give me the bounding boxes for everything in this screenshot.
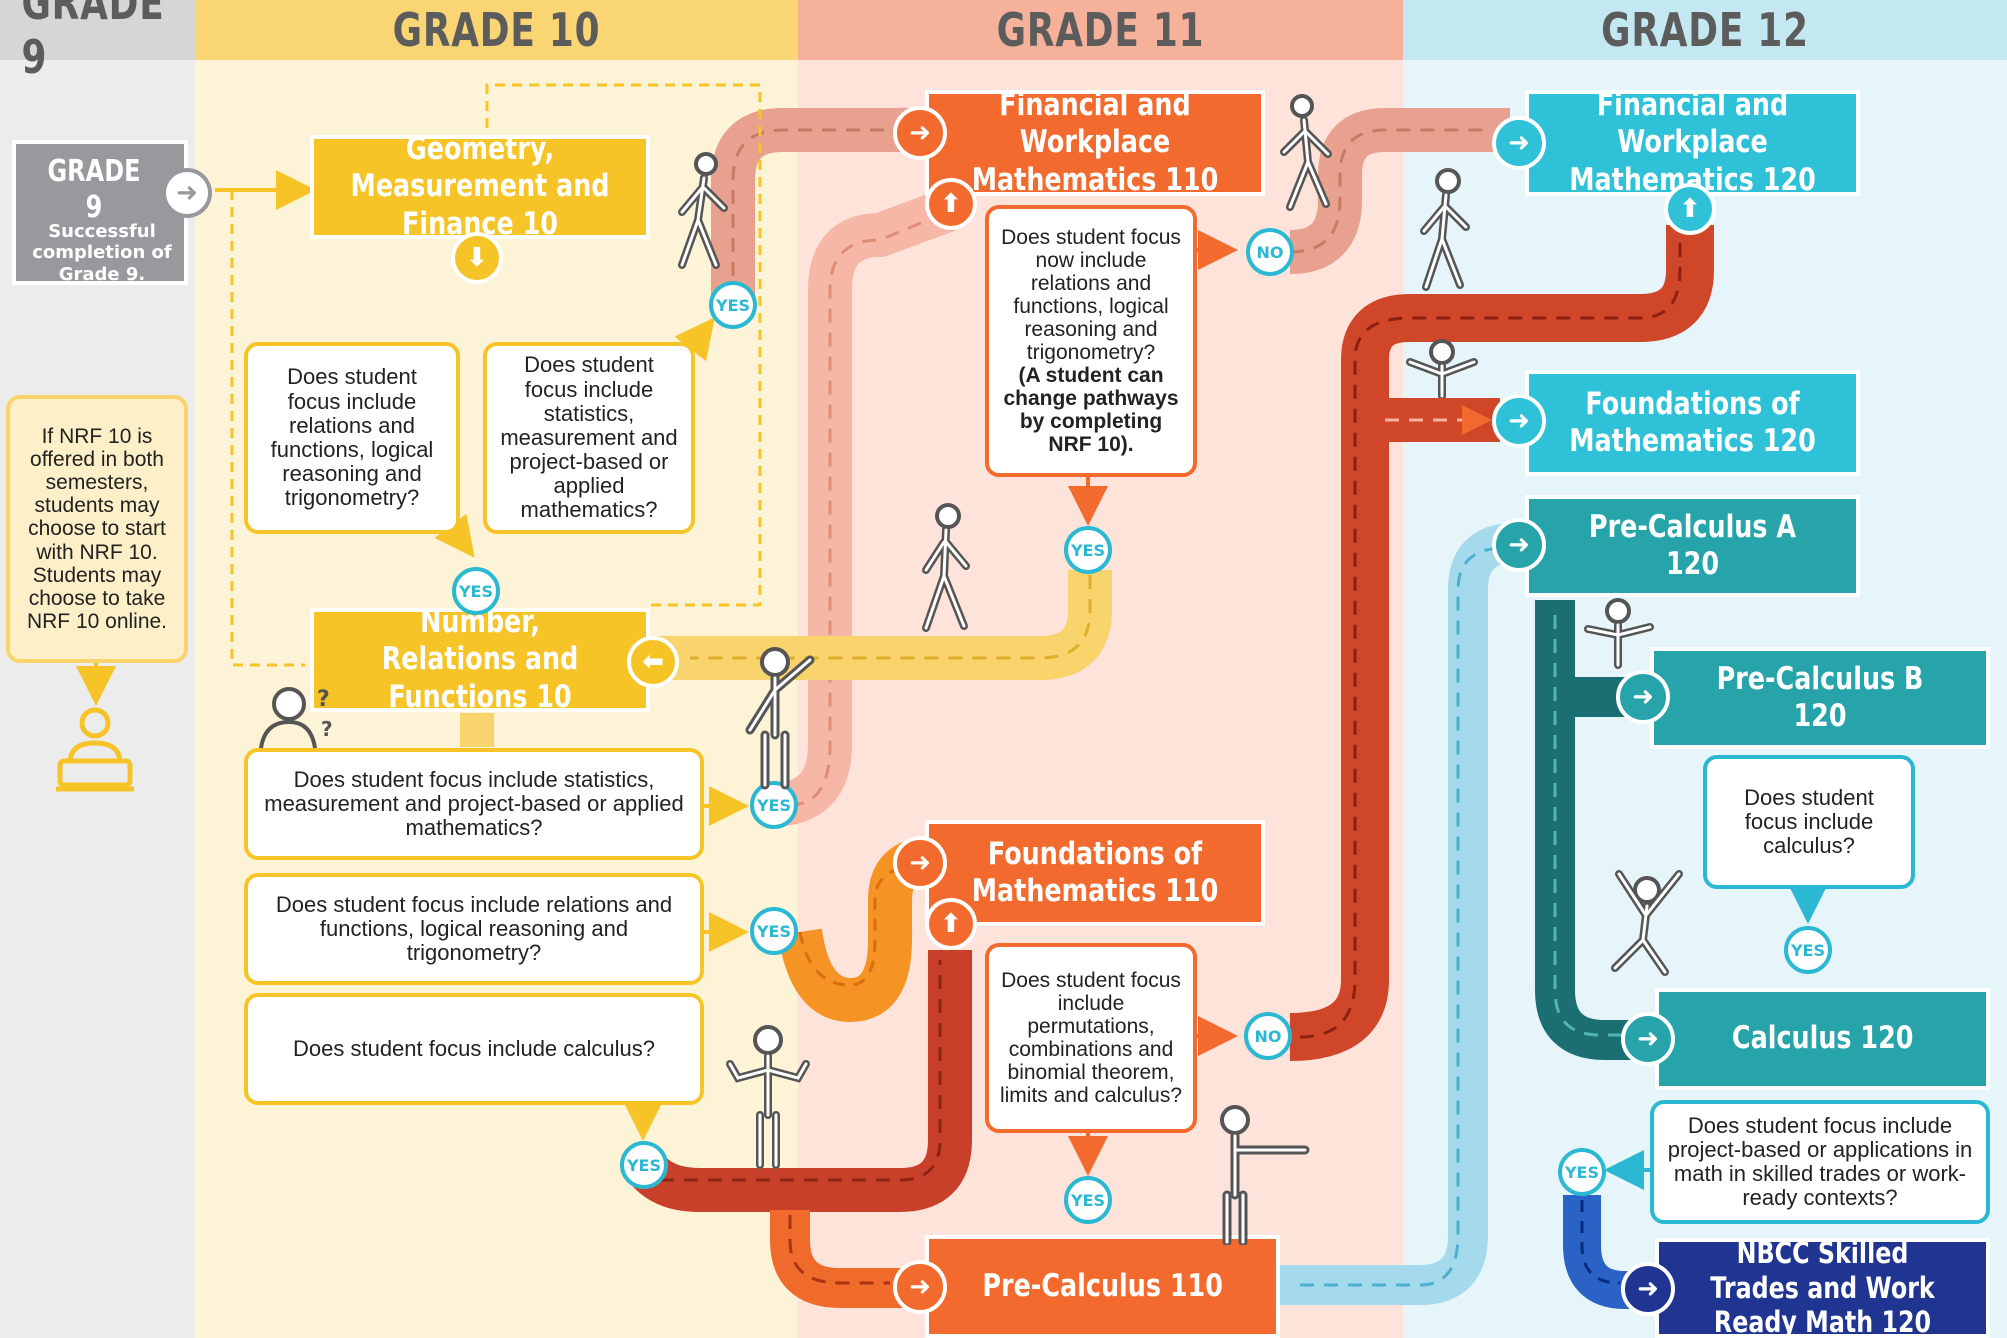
arrow-up-icon: ⬆ [925,178,977,230]
arrow-down-icon: ⬇ [451,232,503,284]
yes-badge: YES [1784,926,1832,974]
walking-person-icon [1410,165,1480,295]
walking-person-icon [1270,92,1340,217]
question-now-include: Does student focus now include relations… [985,205,1197,477]
walking-person-icon [668,150,738,275]
arrow-right-icon: ➜ [893,106,947,160]
yes-badge: YES [620,1141,668,1189]
laptop-person-icon [52,705,138,795]
grade11-header: GRADE 11 [996,3,1205,57]
grade9-start-title: GRADE 9 [47,154,141,225]
course-fwm120: Financial and Workplace Mathematics 120 [1525,87,1860,198]
question-now-include-text: Does student focus now include relations… [1001,225,1181,364]
nrf-note: If NRF 10 is offered in both semesters, … [6,395,188,663]
cheering-person-icon [730,640,830,790]
course-nrf10: Number, Relations and Functions 10 [310,604,650,715]
no-badge: NO [1246,228,1294,276]
walking-person-icon [912,500,982,635]
yes-badge: YES [750,781,798,829]
arrow-right-icon: ➜ [1621,1262,1675,1316]
yes-badge: YES [1558,1148,1606,1196]
question-statistics-wide: Does student focus include statistics, m… [244,748,704,860]
yes-badge: YES [1064,1176,1112,1224]
yes-badge: YES [452,567,500,615]
yes-badge: YES [709,281,757,329]
arrow-right-icon: ➜ [893,836,947,890]
arrow-right-icon: ➜ [893,1260,947,1314]
course-pc110: Pre-Calculus 110 [925,1235,1280,1338]
question-relations-wide: Does student focus include relations and… [244,873,704,985]
cheering-person-icon [1570,595,1670,675]
shrugging-person-icon [718,1020,818,1170]
svg-text:?: ? [321,717,333,741]
course-fom110: Foundations of Mathematics 110 [925,820,1265,926]
grade9-start-box [12,140,188,285]
yes-badge: YES [750,907,798,955]
arrow-right-icon: ➜ [1492,394,1546,448]
grade9-header-band [0,0,195,60]
grade10-header: GRADE 10 [392,3,601,57]
question-now-include-note: (A student can change pathways by comple… [1003,364,1179,457]
question-statistics-measurement: Does student focus include statistics, m… [483,342,695,534]
arrow-up-icon: ⬆ [1664,183,1716,235]
grade12-header-band [1403,0,2007,60]
grade10-header-band [195,0,798,60]
arrow-left-icon: ⬅ [627,636,679,688]
grade9-start-subtitle: Successful completion of Grade 9. [32,220,172,285]
cheering-person-icon [1392,338,1492,398]
arrow-right-icon: ➜ [1492,116,1546,170]
jumping-person-icon [1595,860,1695,980]
question-trades: Does student focus include project-based… [1650,1100,1990,1224]
course-gmf10: Geometry, Measurement and Finance 10 [310,131,650,242]
course-nbcc120: NBCC Skilled Trades and Work Ready Math … [1655,1236,1990,1338]
course-fwm110: Financial and Workplace Mathematics 110 [925,87,1265,198]
thinking-person-icon: ?? [255,680,340,750]
grade11-header-band [798,0,1403,60]
yes-badge: YES [1064,526,1112,574]
pointing-person-icon [1205,1100,1315,1245]
arrow-right-icon: ➜ [162,168,212,218]
course-calc120: Calculus 120 [1655,988,1990,1090]
question-permutations: Does student focus include permutations,… [985,943,1197,1133]
arrow-right-icon: ➜ [1616,670,1670,724]
arrow-right-icon: ➜ [1492,518,1546,572]
question-calculus-g12: Does student focus include calculus? [1703,755,1915,889]
grade12-header: GRADE 12 [1601,3,1809,57]
svg-text:?: ? [317,687,330,712]
no-badge: NO [1244,1012,1292,1060]
question-calculus-wide: Does student focus include calculus? [244,993,704,1105]
arrow-up-icon: ⬆ [925,898,977,950]
course-pcb120: Pre-Calculus B 120 [1650,647,1990,749]
course-pca120: Pre-Calculus A 120 [1525,495,1860,597]
course-fom120: Foundations of Mathematics 120 [1525,370,1860,476]
question-relations-functions: Does student focus include relations and… [244,342,460,534]
arrow-right-icon: ➜ [1621,1012,1675,1066]
